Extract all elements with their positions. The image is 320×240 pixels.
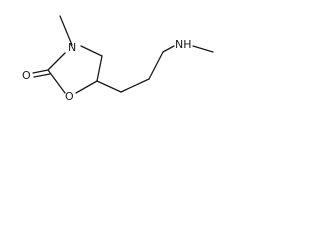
bonds (32, 15, 214, 94)
ring-bond-n-c4 (80, 45, 103, 57)
ring-bond-c4-c5 (96, 55, 103, 82)
amine-label: NH (175, 38, 192, 51)
ring-bond-n-c2 (47, 52, 66, 71)
amine-methyl-bond (192, 45, 214, 53)
chain-bond-2 (120, 78, 150, 93)
chain-bond-3 (148, 51, 164, 80)
atom-labels: N O O NH (22, 38, 192, 103)
ring-nitrogen-label: N (68, 41, 76, 54)
carbonyl-bond-2 (33, 73, 51, 78)
chemical-structure: N O O NH (22, 15, 214, 103)
carbonyl-bond-1 (32, 69, 49, 74)
ring-bond-o1-c2 (47, 69, 66, 94)
ring-oxygen-label: O (65, 90, 74, 103)
chain-bond-4 (162, 45, 175, 53)
carbonyl-oxygen-label: O (22, 69, 31, 82)
ring-bond-c5-o1 (75, 80, 98, 94)
n-methyl-bond (59, 15, 73, 46)
chain-bond-1 (96, 80, 122, 93)
